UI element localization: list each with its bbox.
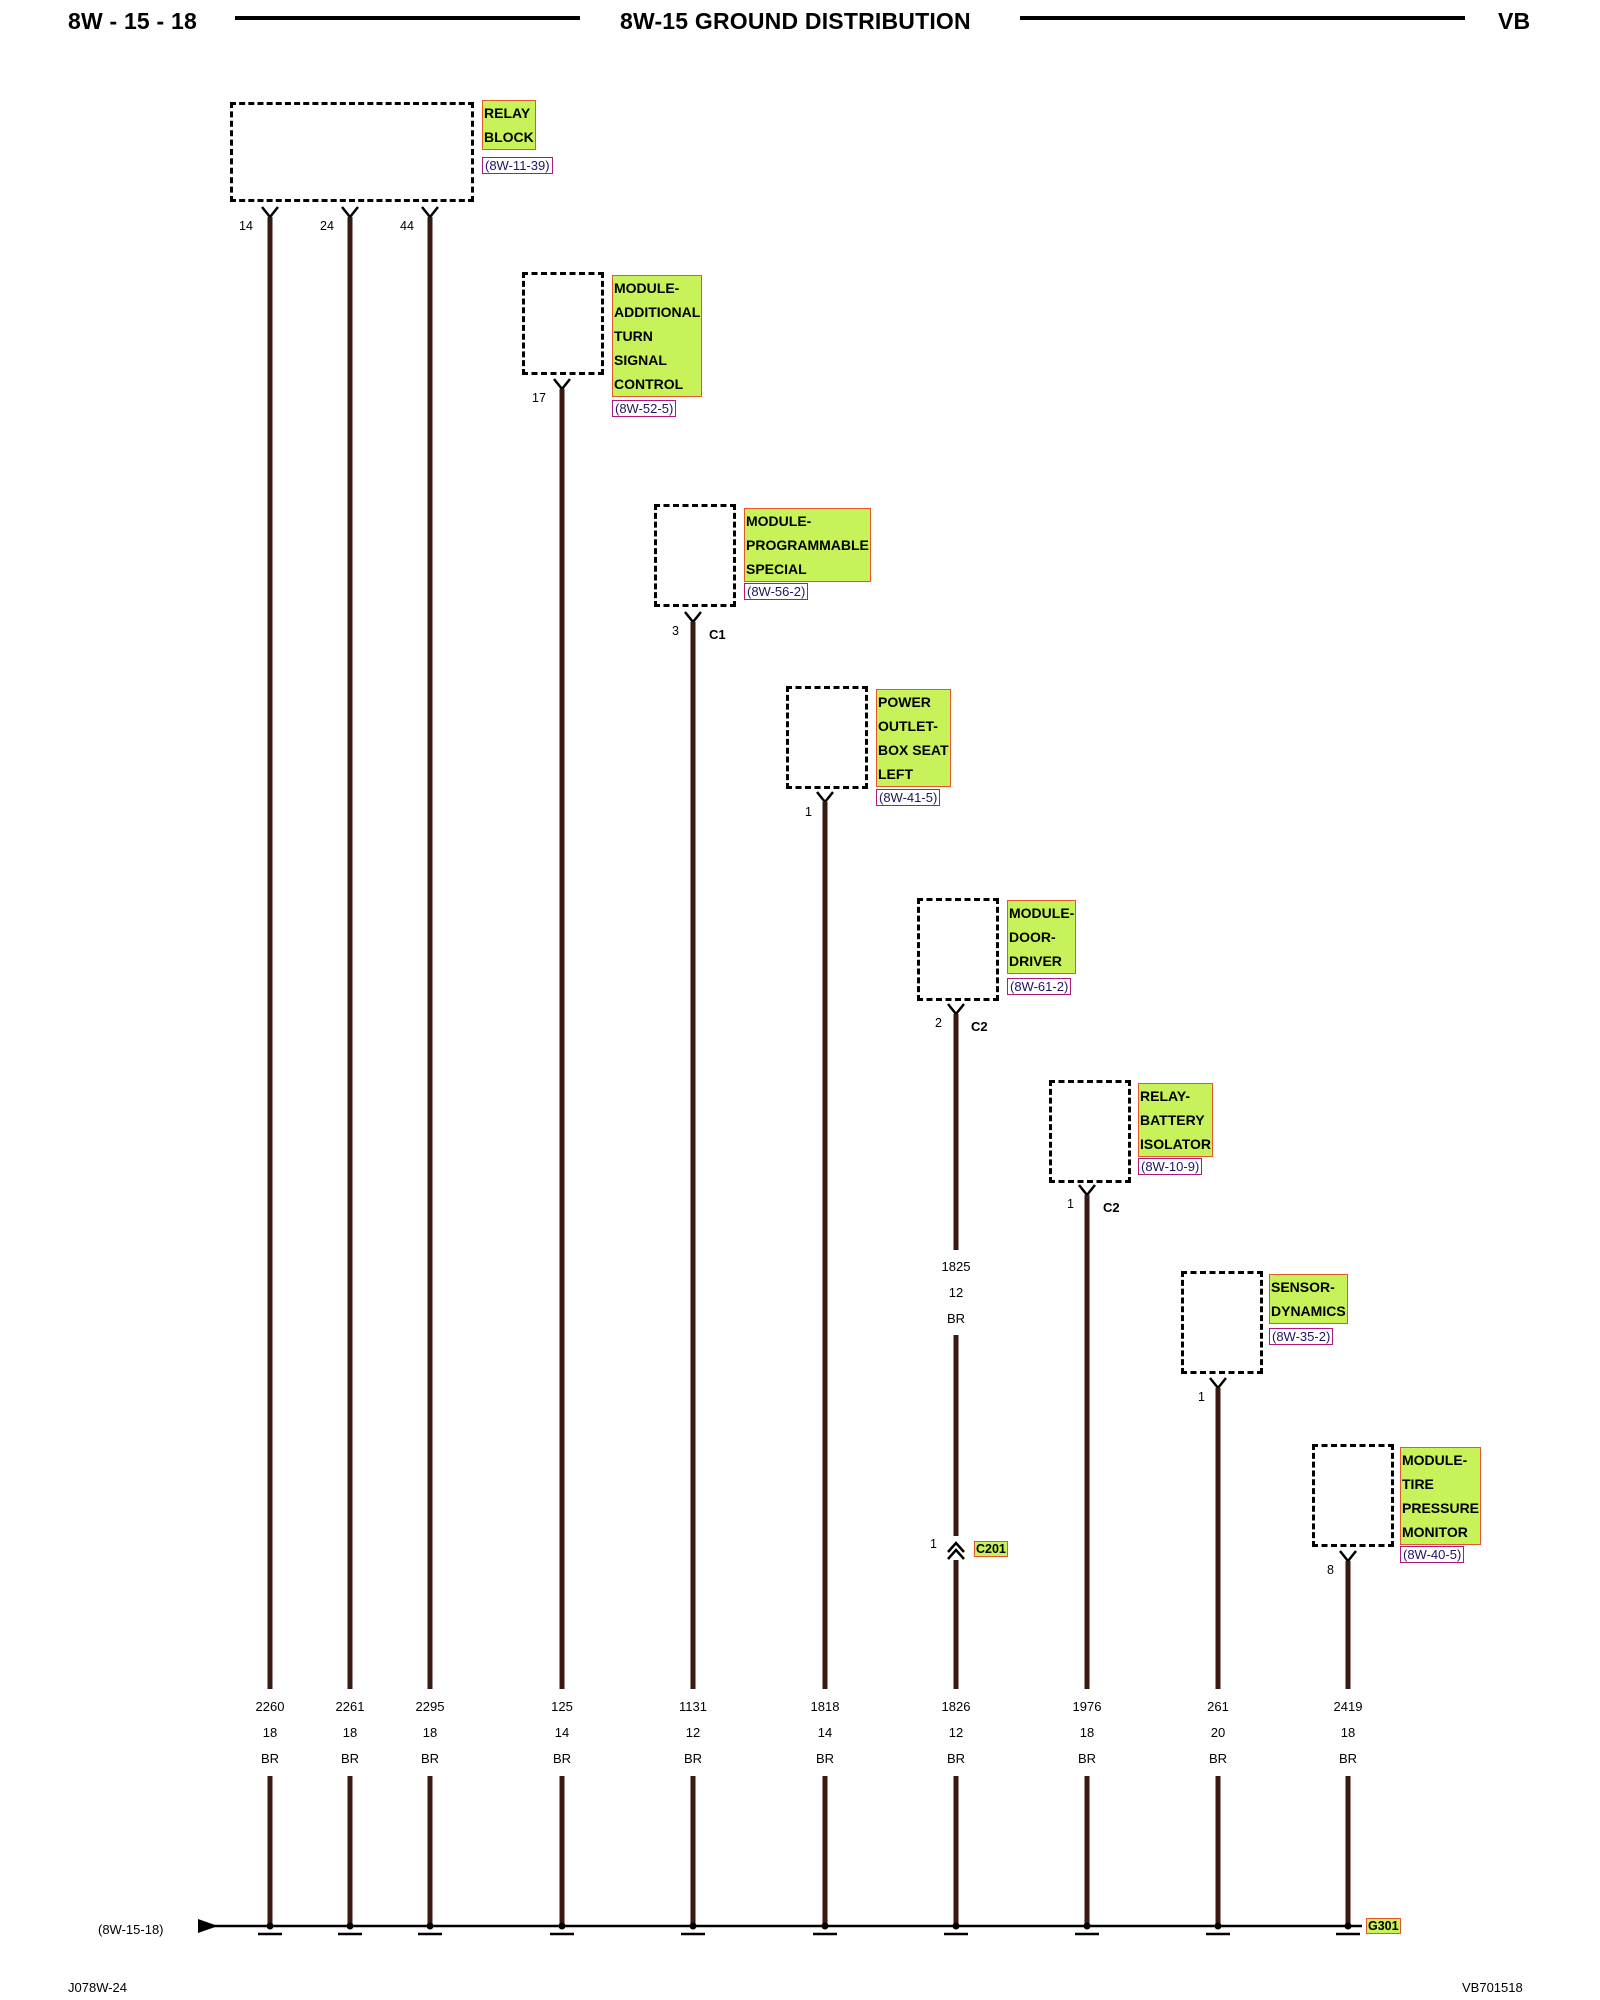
wire-circuit: 1826 <box>941 1699 971 1714</box>
wire-color: BR <box>552 1751 572 1766</box>
inline-connector-pin: 1 <box>930 1537 937 1551</box>
dynamics-sensor-box <box>1181 1271 1263 1374</box>
wire-gauge: 14 <box>817 1725 833 1740</box>
connector-name: C2 <box>1103 1200 1120 1215</box>
wire-color: BR <box>1338 1751 1358 1766</box>
wire-gauge: 14 <box>554 1725 570 1740</box>
terminal-symbol <box>1339 1550 1357 1564</box>
terminal-symbol <box>1209 1377 1227 1391</box>
pin-number: 17 <box>532 391 546 405</box>
wire-gauge: 20 <box>1210 1725 1226 1740</box>
bus-ref-link[interactable]: (8W-15-18) <box>98 1922 164 1937</box>
terminal-symbol <box>684 611 702 625</box>
connector-name: C2 <box>971 1019 988 1034</box>
pin-number: 3 <box>672 624 679 638</box>
wire-gauge: 18 <box>422 1725 438 1740</box>
programmable-module-label: MODULE- PROGRAMMABLE SPECIAL <box>744 508 871 582</box>
power-outlet-ref-link[interactable]: (8W-41-5) <box>876 789 941 806</box>
turn-signal-module-box <box>522 272 604 375</box>
pin-number: 1 <box>1198 1390 1205 1404</box>
terminal-symbol <box>261 206 279 220</box>
battery-isolator-box <box>1049 1080 1131 1183</box>
power-outlet-box <box>786 686 868 789</box>
pin-number: 1 <box>805 805 812 819</box>
battery-isolator-ref-link[interactable]: (8W-10-9) <box>1138 1158 1203 1175</box>
inline-connector-c201[interactable]: C201 <box>974 1541 1008 1557</box>
wire-circuit: 1976 <box>1072 1699 1102 1714</box>
wire-gauge: 18 <box>1079 1725 1095 1740</box>
pin-number: 44 <box>400 219 414 233</box>
power-outlet-label: POWER OUTLET- BOX SEAT LEFT <box>876 689 951 787</box>
header-rule-right <box>1020 16 1465 20</box>
wire-color: BR <box>1208 1751 1228 1766</box>
programmable-module-box <box>654 504 736 607</box>
tire-pressure-module-ref-link[interactable]: (8W-40-5) <box>1400 1546 1465 1563</box>
dynamics-sensor-ref-link[interactable]: (8W-35-2) <box>1269 1328 1334 1345</box>
upper-wire-color: BR <box>946 1311 966 1326</box>
terminal-symbol <box>553 378 571 392</box>
wire-gauge: 12 <box>948 1725 964 1740</box>
inline-connector-symbol <box>947 1548 965 1560</box>
wire-circuit: 2295 <box>415 1699 445 1714</box>
turn-signal-module-ref-link[interactable]: (8W-52-5) <box>612 400 677 417</box>
page-id: 8W - 15 - 18 <box>68 8 197 34</box>
door-module-box <box>917 898 999 1001</box>
connector-name: C1 <box>709 627 726 642</box>
wire-gauge: 18 <box>262 1725 278 1740</box>
terminal-symbol <box>341 206 359 220</box>
inline-connector-symbol <box>947 1541 965 1553</box>
relay-block-label: RELAY BLOCK <box>482 100 536 150</box>
wire-color: BR <box>260 1751 280 1766</box>
relay-block-ref-link[interactable]: (8W-11-39) <box>482 157 553 174</box>
wire-circuit: 125 <box>551 1699 573 1714</box>
tire-pressure-module-box <box>1312 1444 1394 1547</box>
turn-signal-module-label: MODULE- ADDITIONAL TURN SIGNAL CONTROL <box>612 275 703 397</box>
programmable-module-ref-link[interactable]: (8W-56-2) <box>744 583 809 600</box>
wire-circuit: 2260 <box>255 1699 285 1714</box>
battery-isolator-label: RELAY- BATTERY ISOLATOR <box>1138 1083 1214 1157</box>
door-module-ref-link[interactable]: (8W-61-2) <box>1007 978 1072 995</box>
pin-number: 14 <box>239 219 253 233</box>
wire-gauge: 12 <box>685 1725 701 1740</box>
wire-circuit: 2261 <box>335 1699 365 1714</box>
wire-color: BR <box>946 1751 966 1766</box>
relay-block-box <box>230 102 474 202</box>
header-rule-left <box>235 16 580 20</box>
dynamics-sensor-label: SENSOR- DYNAMICS <box>1269 1274 1348 1324</box>
wire-color: BR <box>420 1751 440 1766</box>
upper-wire-gauge: 12 <box>948 1285 964 1300</box>
upper-wire-circuit: 1825 <box>941 1259 971 1274</box>
ground-point-g301[interactable]: G301 <box>1366 1918 1401 1934</box>
wire-gauge: 18 <box>342 1725 358 1740</box>
footer-right-code: VB701518 <box>1462 1980 1523 1995</box>
wire-color: BR <box>1077 1751 1097 1766</box>
wire-circuit: 1818 <box>810 1699 840 1714</box>
off-page-arrow <box>198 1919 218 1933</box>
wire-color: BR <box>683 1751 703 1766</box>
wire-gauge: 18 <box>1340 1725 1356 1740</box>
pin-number: 24 <box>320 219 334 233</box>
terminal-symbol <box>421 206 439 220</box>
wire-color: BR <box>340 1751 360 1766</box>
wire-circuit: 261 <box>1207 1699 1229 1714</box>
terminal-symbol <box>1078 1184 1096 1198</box>
footer-left-code: J078W-24 <box>68 1980 128 1995</box>
door-module-label: MODULE- DOOR- DRIVER <box>1007 900 1077 974</box>
wire-circuit: 2419 <box>1333 1699 1363 1714</box>
terminal-symbol <box>816 791 834 805</box>
vehicle-code: VB <box>1498 8 1531 34</box>
wire-circuit: 1131 <box>679 1699 707 1714</box>
terminal-symbol <box>947 1003 965 1017</box>
page-title: 8W-15 GROUND DISTRIBUTION <box>620 8 971 34</box>
pin-number: 1 <box>1067 1197 1074 1211</box>
wire-color: BR <box>815 1751 835 1766</box>
pin-number: 2 <box>935 1016 942 1030</box>
tire-pressure-module-label: MODULE- TIRE PRESSURE MONITOR <box>1400 1447 1482 1545</box>
pin-number: 8 <box>1327 1563 1334 1577</box>
